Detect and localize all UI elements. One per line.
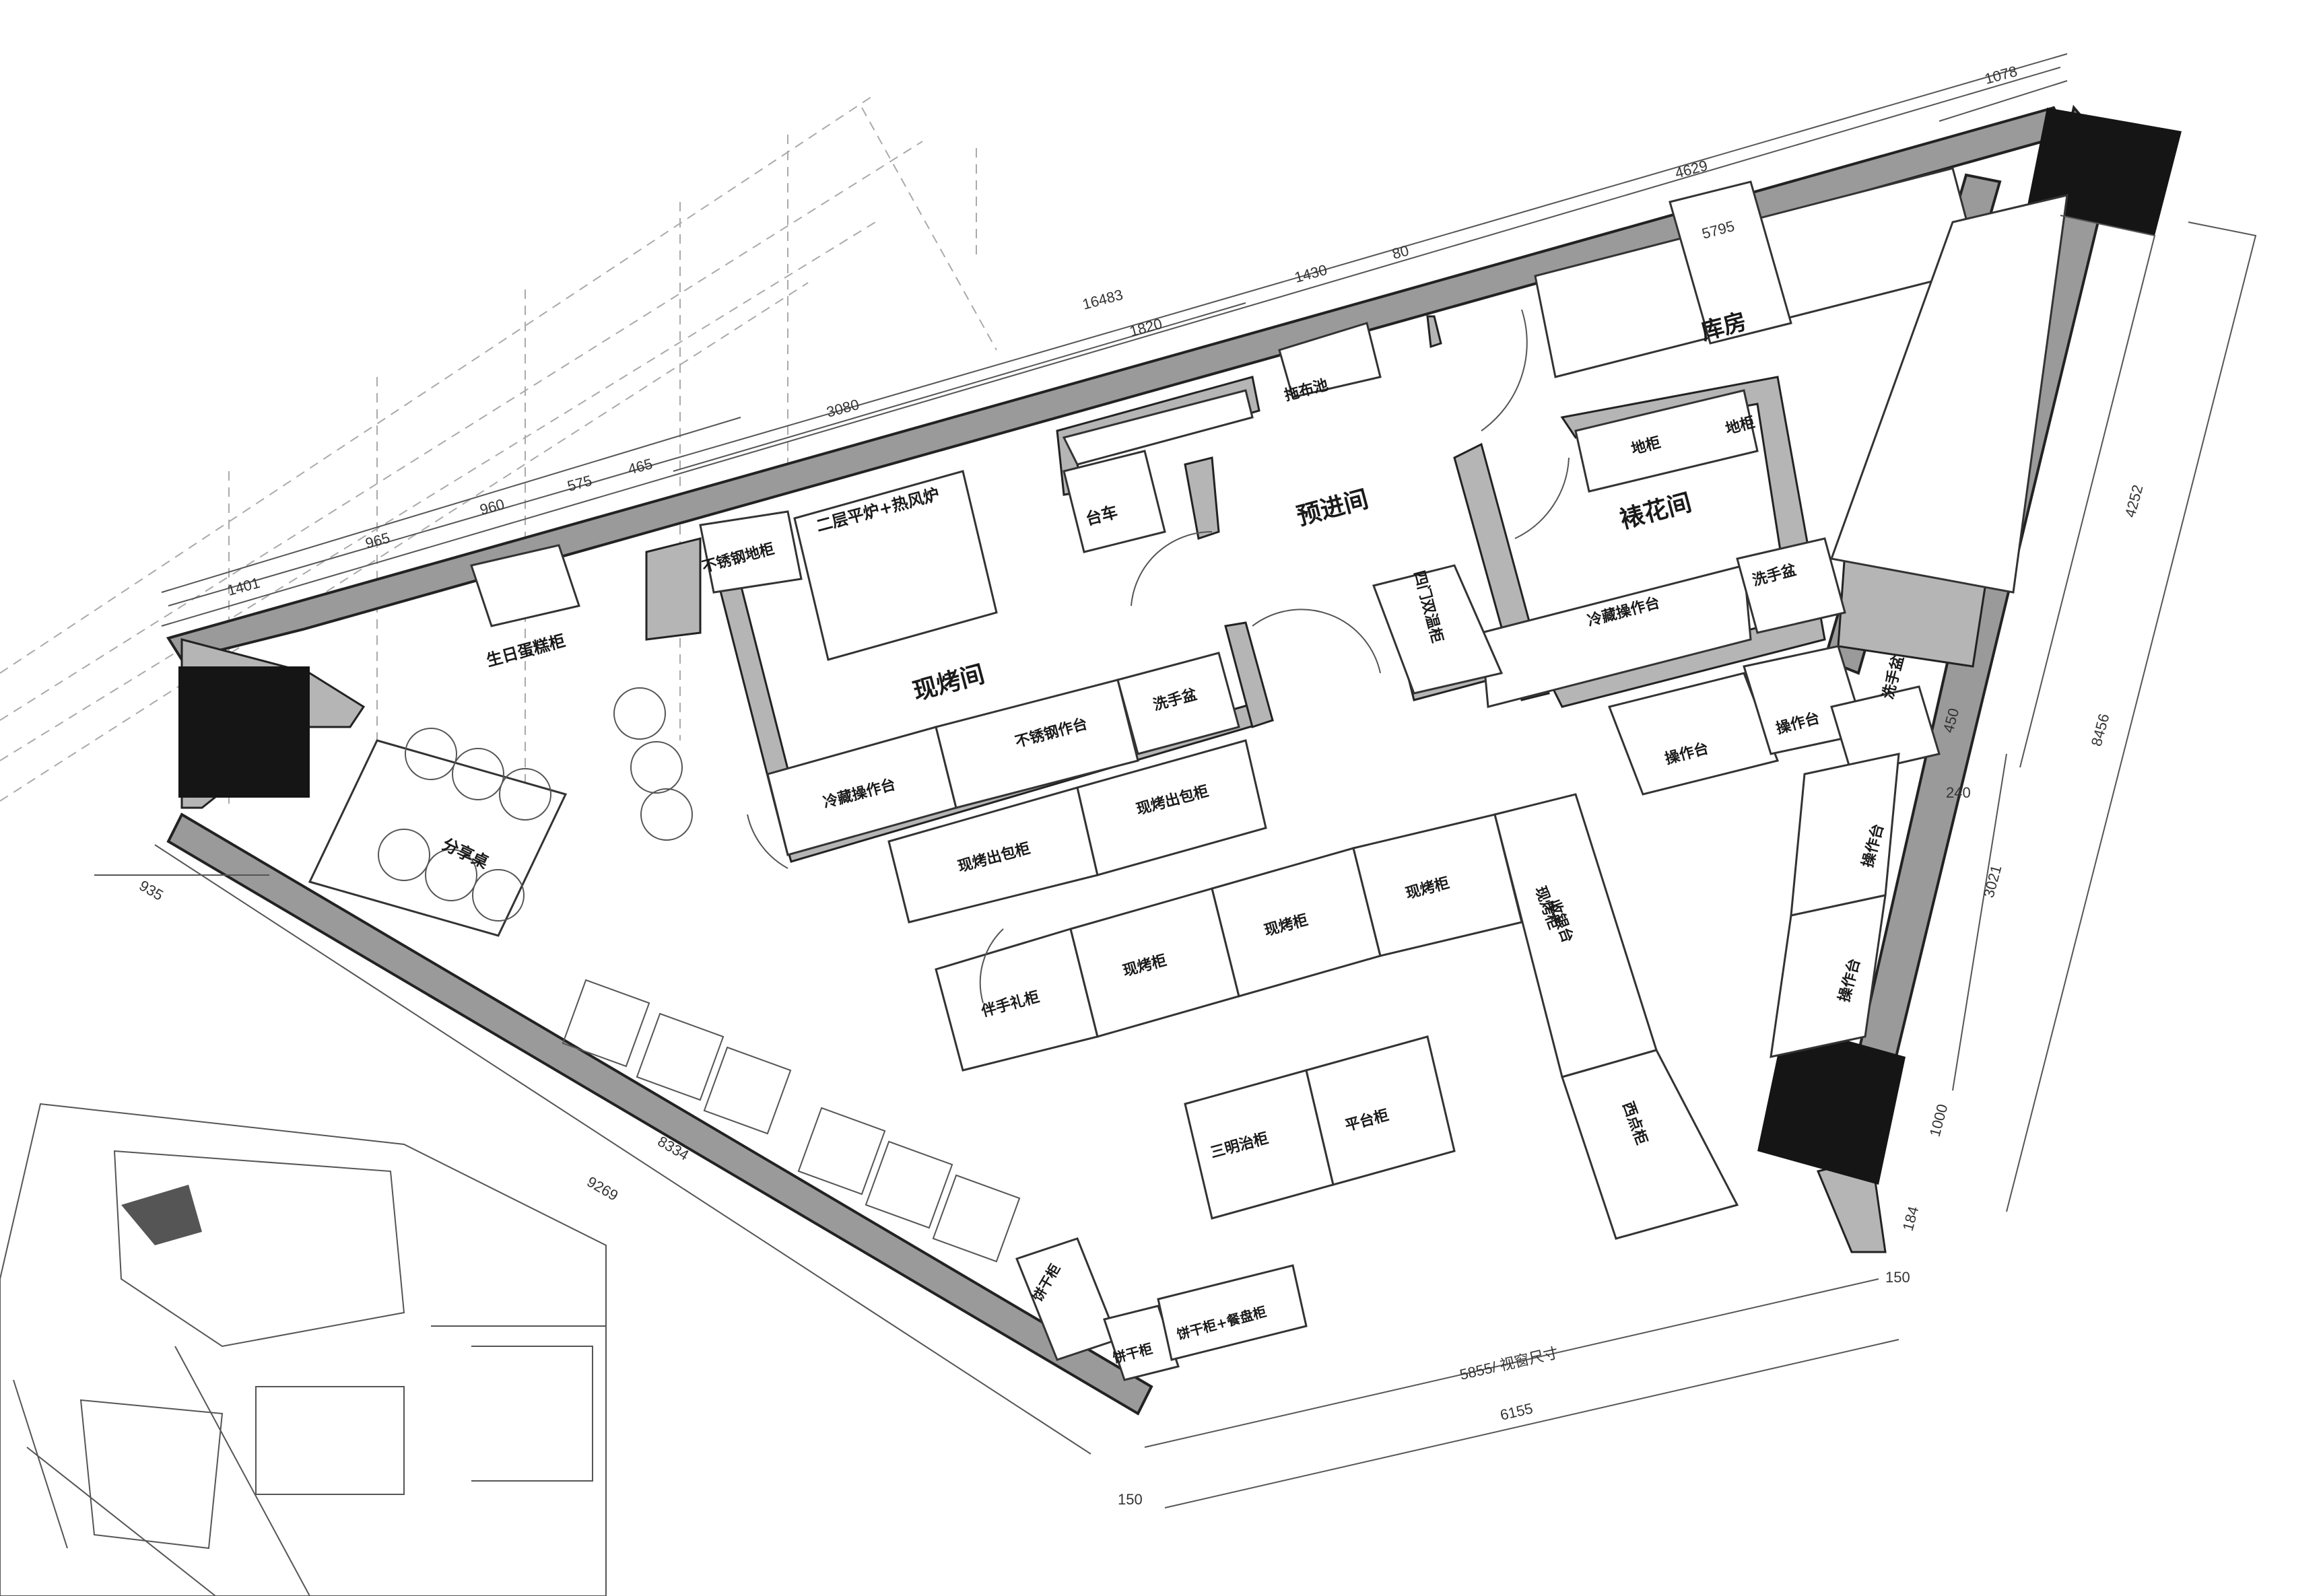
dim-5855: 5855/ 视窗尺寸: [1458, 1344, 1560, 1383]
seating: [378, 687, 1021, 1263]
dim-1430: 1430: [1293, 261, 1329, 286]
dim-16483: 16483: [1081, 286, 1125, 313]
dim-960: 960: [478, 495, 506, 518]
dim-575: 575: [566, 472, 594, 495]
oven: [793, 470, 998, 661]
column-left: [178, 666, 310, 798]
column-bottom-right: [1757, 1023, 1906, 1185]
dim-240: 240: [1946, 784, 1971, 801]
dim-8456: 8456: [2088, 712, 2113, 749]
dim-4629: 4629: [1673, 157, 1710, 182]
dim-965: 965: [364, 529, 392, 552]
dimension-lines: [94, 53, 2257, 1508]
dim-1078: 1078: [1983, 63, 2019, 88]
dim-1000: 1000: [1926, 1103, 1951, 1139]
dim-6155: 6155: [1499, 1400, 1535, 1424]
checkout: [1493, 793, 1658, 1078]
room-label-pre-entry: 预进间: [1294, 485, 1372, 531]
door-swings: [747, 309, 1570, 1004]
dim-150-bottom: 150: [1118, 1491, 1143, 1508]
birthday-cake-sink: [470, 544, 580, 627]
dim-1820: 1820: [1128, 315, 1164, 340]
dim-465: 465: [626, 455, 654, 478]
dim-935: 935: [137, 877, 166, 904]
dim-4252: 4252: [2122, 483, 2147, 520]
share-table: [308, 739, 568, 937]
dim-150-right: 150: [1885, 1269, 1910, 1286]
dim-3021: 3021: [1980, 864, 2005, 900]
dim-184: 184: [1899, 1204, 1922, 1233]
dim-3080: 3080: [825, 396, 861, 421]
room-label-baking: 现烤间: [910, 660, 988, 706]
dim-1401: 1401: [226, 574, 262, 599]
dessert-cabinet: [1561, 1049, 1739, 1240]
storage-right-shelf: [1829, 194, 2068, 594]
room-label-decorating: 裱花间: [1617, 489, 1695, 534]
dim-9269: 9269: [584, 1173, 621, 1204]
fixtures: [308, 167, 2068, 1381]
site-key-plan: [0, 1103, 607, 1596]
